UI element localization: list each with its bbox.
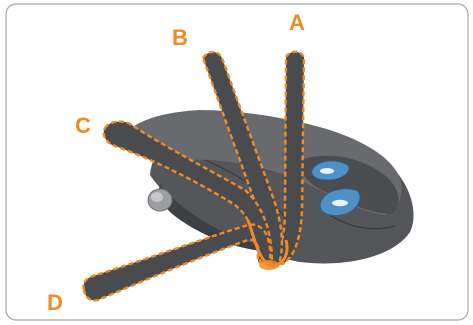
label-d: D [47,290,63,315]
label-a: A [289,10,305,35]
side-knob-highlight [151,192,163,202]
handle-position-d [83,225,270,301]
label-c: C [75,113,91,138]
handle-hub-pivot [259,260,279,270]
label-b: B [172,25,188,50]
